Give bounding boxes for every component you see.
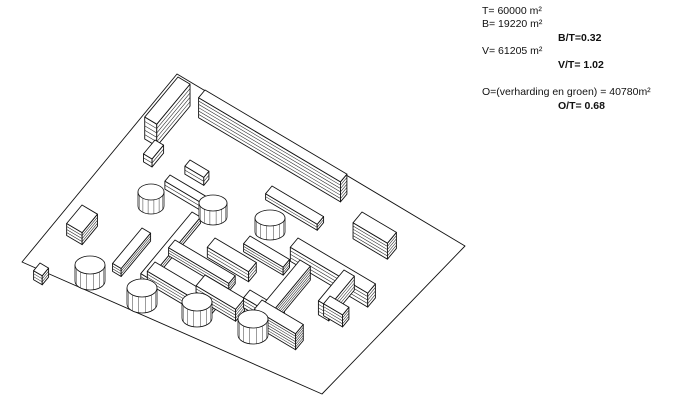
built-area-text: B= 19220 m² xyxy=(482,18,543,30)
tower-south-west xyxy=(126,278,158,314)
wing-central-c xyxy=(206,237,257,283)
site-ground-plane xyxy=(21,73,466,395)
tower-north-east xyxy=(254,209,286,241)
floor-area-text: V= 61205 m² xyxy=(482,45,543,57)
density-stats-panel: T= 60000 m² B= 19220 m² B/T=0.32 V= 6120… xyxy=(0,0,691,120)
ring-inner xyxy=(323,295,350,328)
tower-north xyxy=(198,194,228,226)
wing-central-d xyxy=(243,235,291,276)
block-center-north xyxy=(184,159,210,186)
tower-south-east xyxy=(237,309,269,345)
plot-area-text: T= 60000 m² xyxy=(482,5,542,17)
slab-long-north xyxy=(198,89,348,203)
vt-ratio-text: V/T= 1.02 xyxy=(558,59,604,71)
open-space-text: O=(verharding en groen) = 40780m² xyxy=(482,86,651,98)
tower-north-west xyxy=(137,183,165,215)
ot-ratio-text: O/T= 0.68 xyxy=(558,100,605,112)
slab-diagonal-east xyxy=(265,185,325,231)
tower-south xyxy=(181,292,213,328)
block-west xyxy=(66,204,98,246)
low-block-north xyxy=(143,139,165,168)
wing-central-a xyxy=(112,227,152,277)
tower-west xyxy=(74,255,106,291)
building-group xyxy=(33,76,397,351)
block-south-west-small xyxy=(33,262,50,286)
ring-north-east xyxy=(352,211,397,260)
tower-group xyxy=(74,183,286,345)
bt-ratio-text: B/T=0.32 xyxy=(558,32,602,44)
